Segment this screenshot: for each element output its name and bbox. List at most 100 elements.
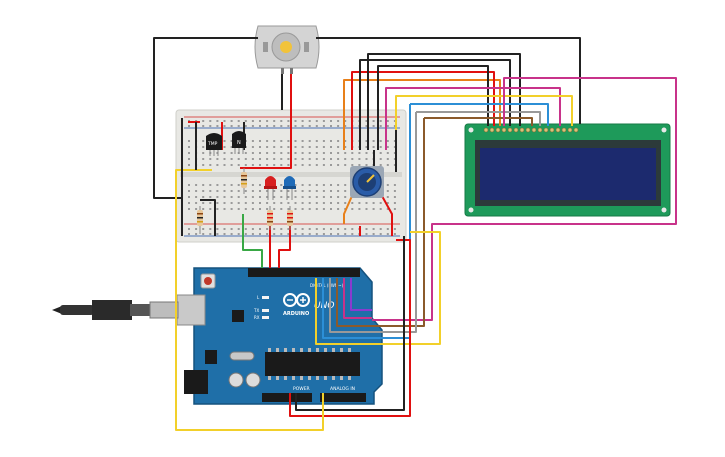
breadboard-hole [216, 233, 219, 235]
wire-magenta-right[interactable] [372, 77, 677, 321]
breadboard-hole [266, 120, 269, 122]
resistor-3[interactable] [267, 206, 273, 230]
breadboard-hole [386, 184, 389, 186]
wire-motor-power[interactable] [240, 74, 292, 169]
wire-brown-lcd-top[interactable] [424, 117, 533, 126]
wire-red-lcd[interactable] [351, 71, 495, 150]
wire-black-lcd-1[interactable] [359, 59, 511, 150]
potentiometer-icon[interactable] [350, 166, 384, 198]
breadboard-hole [330, 140, 332, 142]
wire-gray-d[interactable] [329, 112, 417, 333]
wire-blue-lcd-top[interactable] [410, 103, 549, 126]
breadboard-hole [330, 184, 332, 186]
breadboard-hole [244, 208, 247, 210]
breadboard-hole [237, 233, 240, 235]
breadboard-hole [308, 158, 311, 160]
breadboard-hole [294, 233, 297, 235]
wire-brown-d[interactable] [336, 118, 425, 327]
arduino-uno-board[interactable]: L TX RX ARDUINO UNO DIGITAL (PWM~) POWER… [176, 267, 383, 405]
wire-green-sensor[interactable] [242, 214, 263, 268]
lcd-pin [513, 127, 519, 133]
transistor[interactable]: N [232, 131, 246, 154]
breadboard-hole [209, 228, 212, 230]
breadboard-hole [202, 202, 205, 204]
breadboard-hole [308, 140, 311, 142]
breadboard-hole [372, 233, 375, 235]
wire-yellow-lcd[interactable] [395, 95, 573, 150]
breadboard-hole [330, 125, 332, 127]
breadboard-hole [287, 202, 290, 204]
breadboard-hole [322, 208, 325, 210]
breadboard-hole [393, 208, 396, 210]
wire-red-led-2[interactable] [278, 226, 291, 268]
breadboard-hole [386, 125, 389, 127]
wire-gnd-rail[interactable] [295, 236, 405, 411]
breadboard-hole [266, 164, 269, 166]
lcd-16x2-icon[interactable] [464, 123, 671, 217]
l-label: L [257, 295, 260, 300]
breadboard-hole [315, 208, 318, 210]
lcd-pin [567, 127, 573, 133]
lcd-pin [483, 127, 489, 133]
breadboard-hole [188, 196, 190, 198]
breadboard-hole [379, 233, 382, 235]
wire-yellow-d[interactable] [315, 231, 441, 345]
wire-blue-d[interactable] [322, 104, 411, 339]
breadboard-hole [209, 233, 212, 235]
wire-black-lcd-2[interactable] [367, 53, 521, 150]
breadboard-hole [280, 158, 283, 160]
breadboard-hole [244, 202, 247, 204]
breadboard-hole [386, 140, 389, 142]
breadboard-hole [251, 164, 254, 166]
breadboard-hole [259, 208, 261, 210]
breadboard-hole [337, 233, 340, 235]
breadboard-hole [365, 228, 368, 230]
wire-a0-sensor[interactable] [175, 169, 324, 431]
wire-gray-lcd-top[interactable] [416, 111, 541, 126]
breadboard-hole [259, 184, 261, 186]
breadboard-hole [393, 233, 396, 235]
resistor-2[interactable] [197, 206, 203, 234]
resistor-4[interactable] [287, 206, 293, 230]
breadboard-hole [393, 140, 396, 142]
breadboard-hole [315, 158, 318, 160]
wires [153, 37, 677, 431]
blue-led-icon[interactable] [283, 176, 296, 200]
wire-black-loop-lcd[interactable] [316, 37, 581, 124]
breadboard-hole [244, 152, 247, 154]
temp-sensor[interactable]: TMP [206, 133, 222, 156]
breadboard-hole [308, 196, 311, 198]
breadboard-hole [301, 190, 304, 192]
breadboard-hole [287, 164, 290, 166]
wire-magenta-top[interactable] [385, 87, 561, 150]
breadboard-hole [365, 158, 368, 160]
breadboard-hole [337, 152, 340, 154]
breadboard-hole [379, 152, 382, 154]
breadboard-hole [393, 158, 396, 160]
breadboard-hole [358, 152, 361, 154]
resistor-1[interactable] [241, 168, 247, 194]
wire-purple-d[interactable] [350, 278, 372, 311]
breadboard-hole [273, 158, 276, 160]
lcd-pin [573, 127, 579, 133]
breadboard-hole [266, 146, 269, 148]
wire-black-loop-left[interactable] [153, 37, 258, 199]
breadboard-hole [273, 233, 276, 235]
breadboard-hole [230, 190, 233, 192]
breadboard-hole [244, 164, 247, 166]
dc-motor-icon[interactable] [254, 25, 320, 74]
breadboard-hole [344, 190, 347, 192]
breadboard-hole [259, 140, 261, 142]
breadboard-hole [188, 152, 190, 154]
reset-button[interactable] [204, 277, 212, 285]
red-led-icon[interactable] [264, 176, 277, 200]
breadboard-hole [216, 158, 219, 160]
breadboard-hole [223, 158, 226, 160]
breadboard-hole [344, 158, 347, 160]
breadboard-hole [379, 125, 382, 127]
breadboard-hole [244, 228, 247, 230]
breadboard-hole [223, 228, 226, 230]
breadboard-hole [188, 125, 190, 127]
wire-5v-rail[interactable] [289, 239, 411, 417]
breadboard-hole [251, 190, 254, 192]
